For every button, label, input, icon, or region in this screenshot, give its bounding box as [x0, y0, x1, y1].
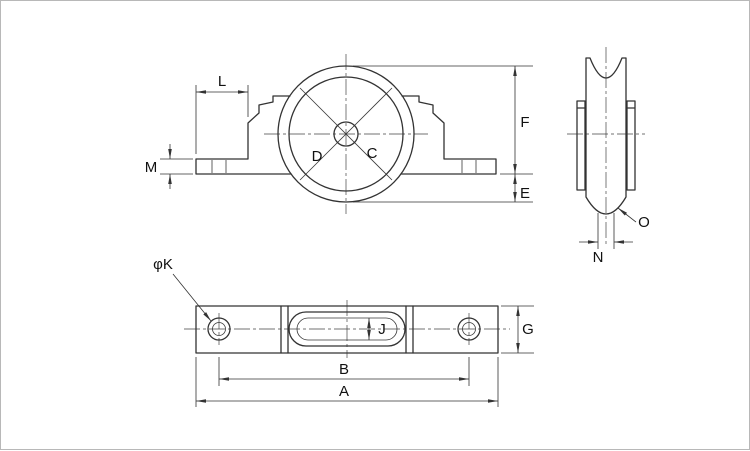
dim-label-O: O — [638, 214, 650, 231]
dim-label-G: G — [522, 321, 534, 338]
side-centerlines — [567, 47, 645, 245]
left-screw-hole-inner — [212, 322, 226, 336]
side-view: N O — [567, 47, 650, 266]
dim-label-J: J — [378, 321, 386, 338]
front-view: L M D C F E — [145, 54, 533, 214]
dim-label-E: E — [520, 185, 530, 202]
right-screw-hole-inner — [462, 322, 476, 336]
flange-screw-hole-lines — [211, 160, 477, 173]
dim-A-extension-lines — [195, 357, 499, 407]
plan-view: J φK G B A — [153, 256, 534, 407]
dim-B-extension-lines — [218, 357, 470, 386]
plan-centerlines — [184, 300, 510, 358]
dim-label-B: B — [339, 361, 349, 378]
dim-M-extension-lines — [160, 158, 193, 175]
dim-label-phiK: φK — [153, 256, 173, 273]
dim-label-A: A — [339, 383, 349, 400]
right-screw-hole-outer — [457, 317, 481, 341]
roller-tread-plan — [296, 317, 398, 341]
dim-label-L: L — [218, 73, 226, 90]
dim-label-F: F — [520, 114, 529, 131]
base-plate-outline — [195, 305, 499, 354]
housing-wall-lines — [280, 305, 414, 354]
dim-label-N: N — [593, 249, 604, 266]
bracket-side-plates — [576, 100, 636, 191]
bracket-outline — [195, 95, 497, 175]
dim-label-C: C — [367, 145, 378, 162]
dim-phiK-leader — [172, 273, 212, 322]
dim-label-M: M — [145, 159, 158, 176]
wheel-spoke-diagonals — [299, 87, 393, 181]
dim-O-leader — [617, 207, 637, 223]
wheel-outer-circle — [277, 65, 415, 203]
dim-label-D: D — [312, 148, 323, 165]
dim-L-extension-lines — [195, 85, 249, 154]
left-screw-hole-outer — [207, 317, 231, 341]
roller-side-profile — [585, 57, 627, 215]
roller-outline-plan — [288, 311, 406, 347]
wheel-rim-circle — [288, 76, 404, 192]
axle-hole-circle — [333, 121, 359, 147]
